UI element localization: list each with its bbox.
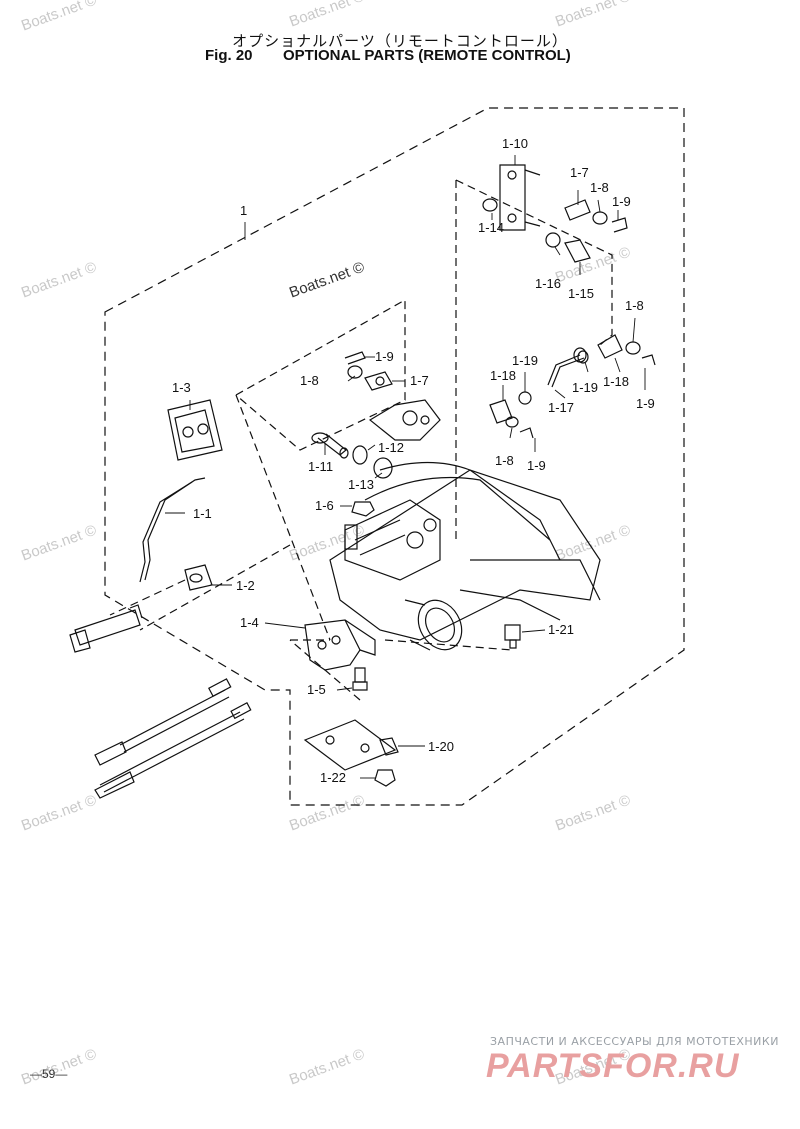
- remote-control-cable: [94, 678, 252, 799]
- clip: [641, 354, 656, 366]
- part-label: 1-19: [572, 380, 598, 395]
- bolt: [504, 624, 521, 649]
- part-label: 1-19: [512, 353, 538, 368]
- link-rod: [139, 481, 193, 583]
- washer: [482, 198, 498, 212]
- part-label: 1-8: [590, 180, 609, 195]
- pivot-pin: [311, 432, 349, 459]
- clip: [611, 217, 628, 233]
- part-label: 1-22: [320, 770, 346, 785]
- part-label: 1-7: [410, 373, 429, 388]
- part-label: 1-18: [603, 374, 629, 389]
- part-label: 1-8: [300, 373, 319, 388]
- part-label: 1-9: [527, 458, 546, 473]
- ball-joint: [489, 399, 513, 424]
- inner-boundary: [290, 639, 513, 651]
- bolt: [564, 239, 591, 263]
- part-label: 1-21: [548, 622, 574, 637]
- shop-tagline: ЗАПЧАСТИ И АКСЕССУАРЫ ДЛЯ МОТОТЕХНИКИ: [490, 1035, 779, 1048]
- bushing: [577, 350, 589, 364]
- cable-socket: [69, 604, 143, 653]
- throttle-lever: [368, 399, 441, 441]
- part-label: 1-12: [378, 440, 404, 455]
- part-label: 1-17: [548, 400, 574, 415]
- part-label: 1-9: [612, 194, 631, 209]
- part-label: 1-2: [236, 578, 255, 593]
- washer: [592, 211, 608, 225]
- ball-joint: [364, 371, 393, 391]
- part-label: 1-5: [307, 682, 326, 697]
- bushing: [373, 457, 393, 479]
- part-label: 1-16: [535, 276, 561, 291]
- clip: [519, 427, 534, 439]
- part-label: 1-9: [636, 396, 655, 411]
- shop-logo: PARTSFOR.RU: [486, 1047, 740, 1085]
- washer: [545, 232, 561, 248]
- nut: [351, 501, 375, 517]
- washer: [347, 365, 363, 379]
- part-label: 1-3: [172, 380, 191, 395]
- part-label: 1-11: [308, 459, 333, 474]
- washer: [505, 416, 519, 428]
- bushing: [518, 391, 532, 405]
- part-label: 1-20: [428, 739, 454, 754]
- part-label: 1-10: [502, 136, 528, 151]
- cable-bracket: [304, 619, 376, 671]
- ball-joint: [564, 199, 591, 221]
- part-label: 1-6: [315, 498, 334, 513]
- link-rod: [144, 477, 206, 581]
- assembly-boundary: [104, 107, 685, 806]
- nut: [374, 769, 396, 787]
- part-label: 1-18: [490, 368, 516, 383]
- page-title-japanese: オプショナルパーツ（リモートコントロール）: [232, 32, 568, 50]
- bushing: [352, 445, 368, 465]
- figure-number: Fig. 20: [205, 47, 253, 64]
- part-label: 1: [240, 203, 247, 218]
- page-title: Fig. 20 OPTIONAL PARTS (REMOTE CONTROL): [205, 47, 571, 64]
- part-label: 1-9: [375, 349, 394, 364]
- part-label: 1-7: [570, 165, 589, 180]
- grommet: [184, 564, 213, 591]
- washer: [625, 341, 641, 355]
- part-label: 1-15: [568, 286, 594, 301]
- figure-title: OPTIONAL PARTS (REMOTE CONTROL): [283, 47, 571, 64]
- part-label: 1-8: [625, 298, 644, 313]
- grommet-plate: [167, 399, 223, 461]
- inner-boundary: [109, 544, 291, 631]
- bottom-cowling-frame: [329, 461, 601, 651]
- link-plate: [499, 164, 541, 231]
- ball-joint: [597, 334, 623, 359]
- page-number: —59—: [30, 1067, 68, 1081]
- part-label: 1-13: [348, 477, 374, 492]
- clip: [344, 351, 366, 365]
- part-label: 1-1: [193, 506, 212, 521]
- part-label: 1-8: [495, 453, 514, 468]
- mounting-plate: [303, 719, 399, 771]
- part-label: 1-4: [240, 615, 259, 630]
- part-label: 1-14: [478, 220, 504, 235]
- inner-boundary: [235, 394, 331, 641]
- bolt: [352, 667, 368, 691]
